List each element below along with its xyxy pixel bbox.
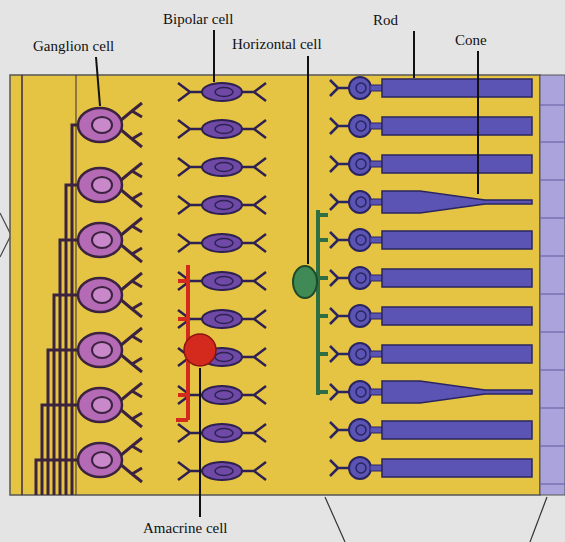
part-label: Cone [455,31,487,49]
part-label: Bipolar cell [163,10,233,28]
part-label: Amacrine cell [143,519,228,537]
part-label: Ganglion cell [33,37,114,55]
part-label: Rod [373,11,398,29]
part-label: Horizontal cell [232,35,322,53]
